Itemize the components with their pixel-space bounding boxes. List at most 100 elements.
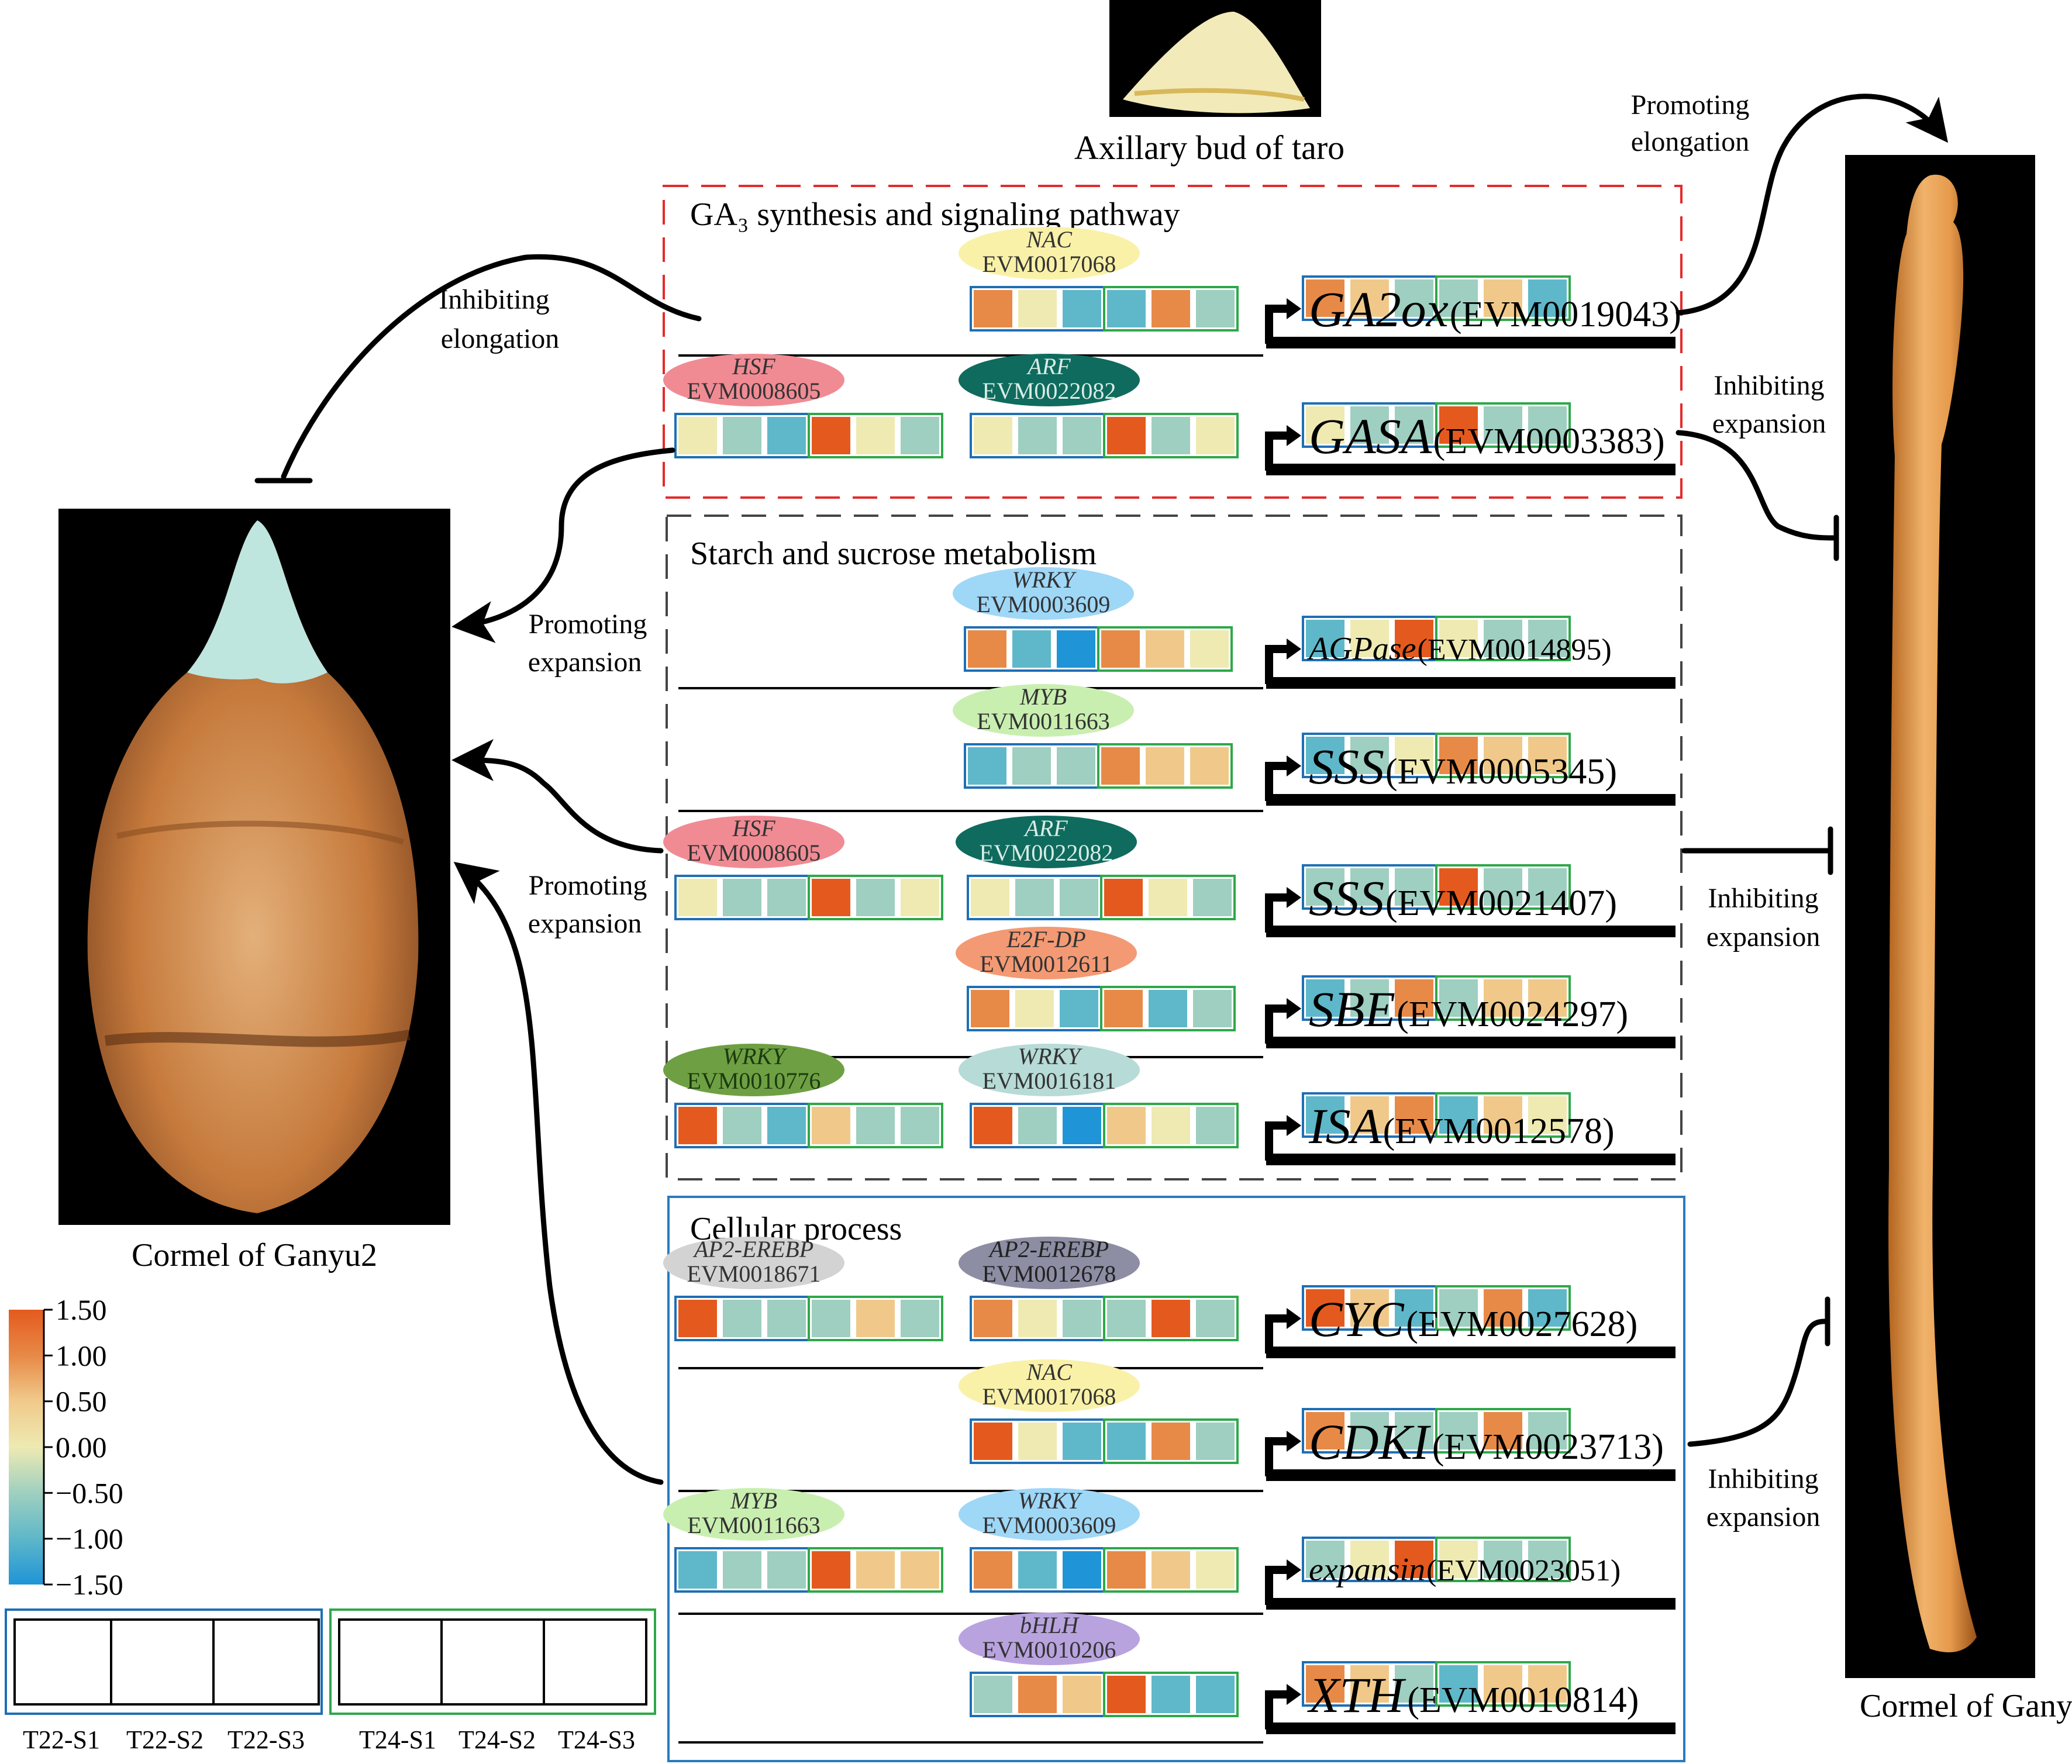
heat-cell <box>1061 1675 1102 1714</box>
promoter-arrow <box>1265 645 1290 684</box>
t24-frame <box>1103 413 1239 458</box>
heat-cell <box>811 416 851 455</box>
tf-ellipse <box>959 1488 1140 1541</box>
ga3-section-box <box>663 185 1683 499</box>
promoter-arrow <box>1265 1314 1290 1354</box>
heat-cell <box>973 1299 1013 1338</box>
t22-group-box <box>5 1608 323 1715</box>
tf-ellipse <box>663 354 844 406</box>
heat-cell <box>1061 289 1102 329</box>
tf-id: EVM0017068 <box>982 251 1116 277</box>
arrow-labels: Promoting elongation Inhibiting elongati… <box>439 89 1826 1532</box>
heat-cell <box>1394 1095 1435 1135</box>
inhibit-elongation-line <box>281 254 702 479</box>
heat-cell <box>1305 619 1346 658</box>
t24-group-box <box>329 1608 656 1715</box>
tf-sss1-0-heatmap <box>964 743 1233 789</box>
heat-cell <box>1011 746 1052 786</box>
t24-frame <box>1435 616 1571 661</box>
heat-cell <box>1192 878 1233 917</box>
tf-family: HSF <box>732 815 775 841</box>
heat-cell <box>1394 978 1435 1018</box>
tf-id: EVM0022082 <box>982 378 1116 404</box>
heat-cell <box>1103 989 1144 1028</box>
gene-ga2ox-heatmap <box>1302 275 1571 321</box>
gene-sss2-id: (EVM0021407) <box>1385 883 1617 923</box>
promoter-arrowhead <box>1287 1308 1301 1329</box>
heat-cell <box>1394 867 1435 907</box>
heat-cell <box>1061 416 1102 455</box>
heat-cell <box>970 989 1011 1028</box>
heat-cell <box>1349 1095 1390 1135</box>
t24-frame <box>1435 975 1571 1021</box>
gene-expansin-name: expansin <box>1309 1552 1425 1588</box>
arrow-promoting-expansion-3 <box>453 862 664 1485</box>
tf-id: EVM0010776 <box>687 1068 821 1094</box>
heat-cell <box>1305 1095 1346 1135</box>
heat-cell <box>1195 1106 1236 1145</box>
gene-body-bar <box>1266 1469 1675 1481</box>
heat-cell <box>1527 867 1568 907</box>
t24-frame <box>1100 875 1236 920</box>
gene-expansin-id: (EVM0023051) <box>1426 1554 1621 1587</box>
gene-isa-heatmap <box>1302 1092 1571 1138</box>
colorbar-tick-label: −1.50 <box>56 1568 123 1601</box>
heat-cell <box>1305 867 1346 907</box>
colorbar-tick-label: 0.50 <box>56 1385 107 1418</box>
tf-sss2-1-heatmap <box>967 875 1236 920</box>
heat-cell <box>1527 1411 1568 1451</box>
heat-cell <box>1305 736 1346 775</box>
heat-cell <box>1150 289 1191 329</box>
heat-cell <box>1527 1095 1568 1135</box>
heat-cell <box>1527 1288 1568 1328</box>
tf-family: NAC <box>1026 226 1073 253</box>
label-promoting-expansion-1b: expansion <box>528 647 642 678</box>
heat-cell <box>1527 736 1568 775</box>
label-inhibiting-expansion-sss-2: expansion <box>1706 921 1821 952</box>
gene-body-bar <box>1266 1598 1675 1610</box>
heat-cell <box>1147 878 1188 917</box>
tf-ellipse <box>953 567 1134 620</box>
axillary-bud-label: Axillary bud of taro <box>1074 129 1344 167</box>
tf-id: EVM0003609 <box>982 1512 1116 1538</box>
promoter-arrowhead <box>1287 1115 1301 1136</box>
heat-cell <box>1059 878 1099 917</box>
tf-family: WRKY <box>1018 1043 1082 1069</box>
heat-cell <box>766 878 807 917</box>
gene-ga2ox-name: GA2ox <box>1309 281 1449 337</box>
tf-ellipse <box>959 227 1140 279</box>
heat-cell <box>811 1299 851 1338</box>
t24-frame <box>1097 743 1233 789</box>
heat-cell <box>1349 1288 1390 1328</box>
heat-cell <box>1349 867 1390 907</box>
tf-ellipse <box>663 1044 844 1096</box>
gene-cyc-heatmap <box>1302 1285 1571 1331</box>
heat-cell <box>855 1550 896 1590</box>
heat-cell <box>1527 978 1568 1018</box>
heat-cell <box>967 629 1008 669</box>
heat-cell <box>1305 278 1346 318</box>
heat-cell <box>811 878 851 917</box>
heat-cell <box>1195 416 1236 455</box>
ga3-section-title: GA₃ synthesis and signaling pathway <box>690 196 1180 233</box>
tf-id: EVM0003609 <box>977 591 1111 617</box>
heat-cell <box>1106 1106 1147 1145</box>
promoter-arrowhead <box>1287 887 1301 908</box>
heat-cell <box>766 1106 807 1145</box>
tf-id: EVM0011663 <box>977 708 1109 734</box>
tf-expansin-0-heatmap <box>674 1547 943 1593</box>
cormel-left-label: Cormel of Ganyu2 <box>132 1237 377 1273</box>
gene-body-bar <box>1266 464 1675 475</box>
heat-cell <box>970 878 1011 917</box>
heat-cell <box>1483 978 1523 1018</box>
heat-cell <box>1017 289 1058 329</box>
tf-ellipse <box>959 1613 1140 1665</box>
heat-cell <box>1061 1550 1102 1590</box>
heat-cell <box>899 1299 940 1338</box>
heat-cell <box>1144 629 1185 669</box>
t24-frame <box>808 1103 943 1148</box>
tf-ellipse <box>663 1488 844 1541</box>
heat-cell <box>1349 619 1390 658</box>
tf-agpase-0-heatmap <box>964 626 1233 672</box>
heat-cell <box>1527 619 1568 658</box>
